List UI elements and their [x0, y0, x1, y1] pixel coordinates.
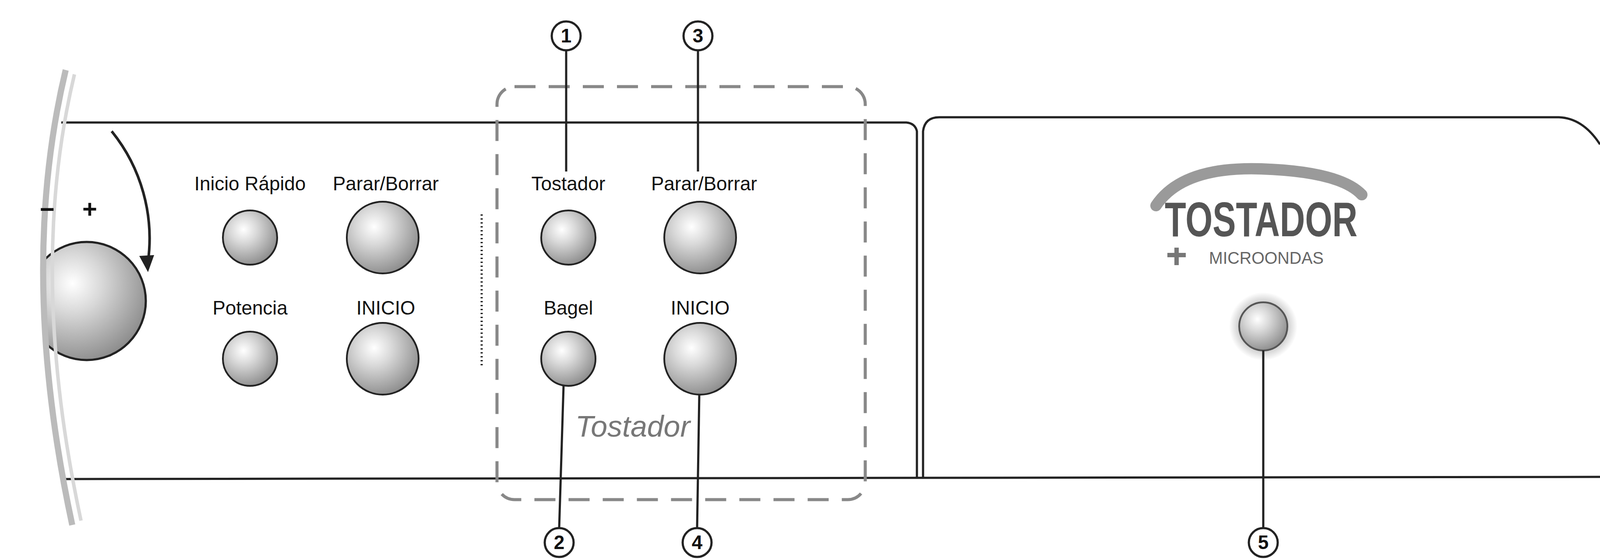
separator: [480, 214, 483, 368]
callout-number: 4: [691, 533, 703, 553]
logo-text: TOSTADOR: [1164, 195, 1358, 245]
callout-number: 5: [1258, 533, 1269, 553]
button-label: Inicio Rápido: [194, 174, 306, 194]
knob-mark: +: [82, 196, 98, 223]
button-label: Potencia: [212, 298, 288, 318]
button-label: Parar/Borrar: [651, 174, 758, 194]
panel-edge: [0, 0, 82, 560]
button-label: INICIO: [670, 298, 730, 318]
panel-outline: [61, 117, 1600, 480]
callout: [544, 21, 1278, 558]
leader-line: [559, 50, 1264, 529]
callout-number: 1: [560, 26, 572, 46]
group-title: Tostador: [575, 411, 691, 442]
button: [222, 201, 737, 395]
group-frame: [496, 86, 866, 501]
callout-number: 3: [692, 26, 704, 46]
button-label: Parar/Borrar: [332, 174, 439, 194]
indicator-light: [1229, 292, 1298, 361]
callout-number: 2: [553, 533, 565, 553]
logo-subtext: MICROONDAS: [1208, 250, 1324, 267]
button-label: Tostador: [531, 174, 606, 194]
button-label: Bagel: [543, 298, 594, 318]
button-label: INICIO: [356, 298, 416, 318]
knob-mark: −: [39, 196, 55, 223]
